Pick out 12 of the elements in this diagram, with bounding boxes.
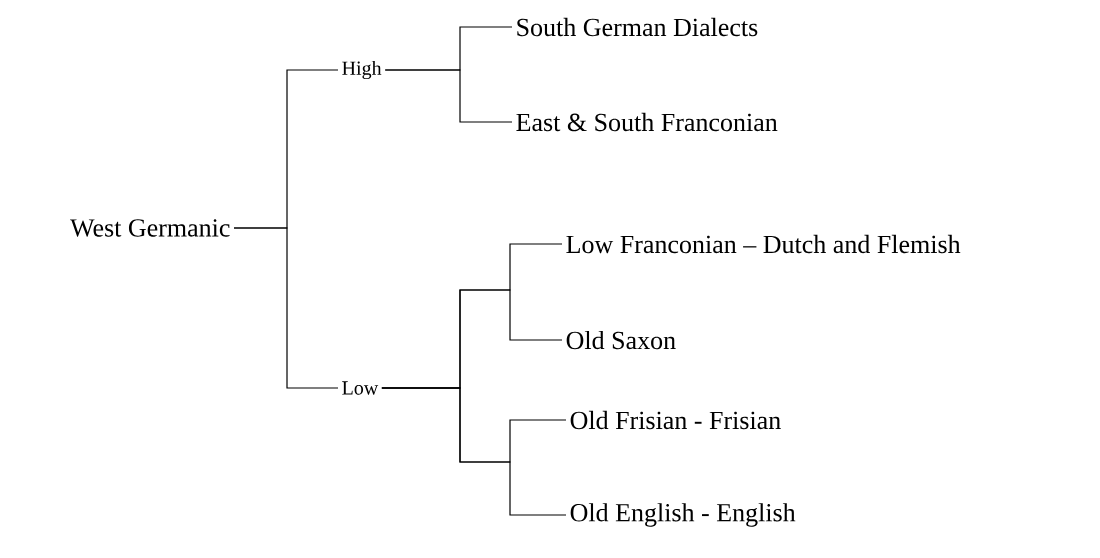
tree-label: South German Dialects: [517, 17, 758, 37]
tree-label: Low: [342, 381, 379, 395]
tree-label: Old English - English: [570, 503, 796, 527]
tree-label: Low Franconian – Dutch and Flemish: [566, 234, 961, 254]
tree-label: Old Frisian - Frisian: [570, 410, 781, 430]
tree-label: East & South Franconian: [516, 112, 778, 132]
tree-label: Old Saxon: [566, 330, 676, 350]
tree-connector: [233, 227, 339, 389]
tree-label: High: [342, 60, 382, 80]
tree-connector: [381, 387, 567, 516]
tree-connector: [384, 69, 513, 123]
tree-label: West Germanic: [70, 219, 230, 237]
